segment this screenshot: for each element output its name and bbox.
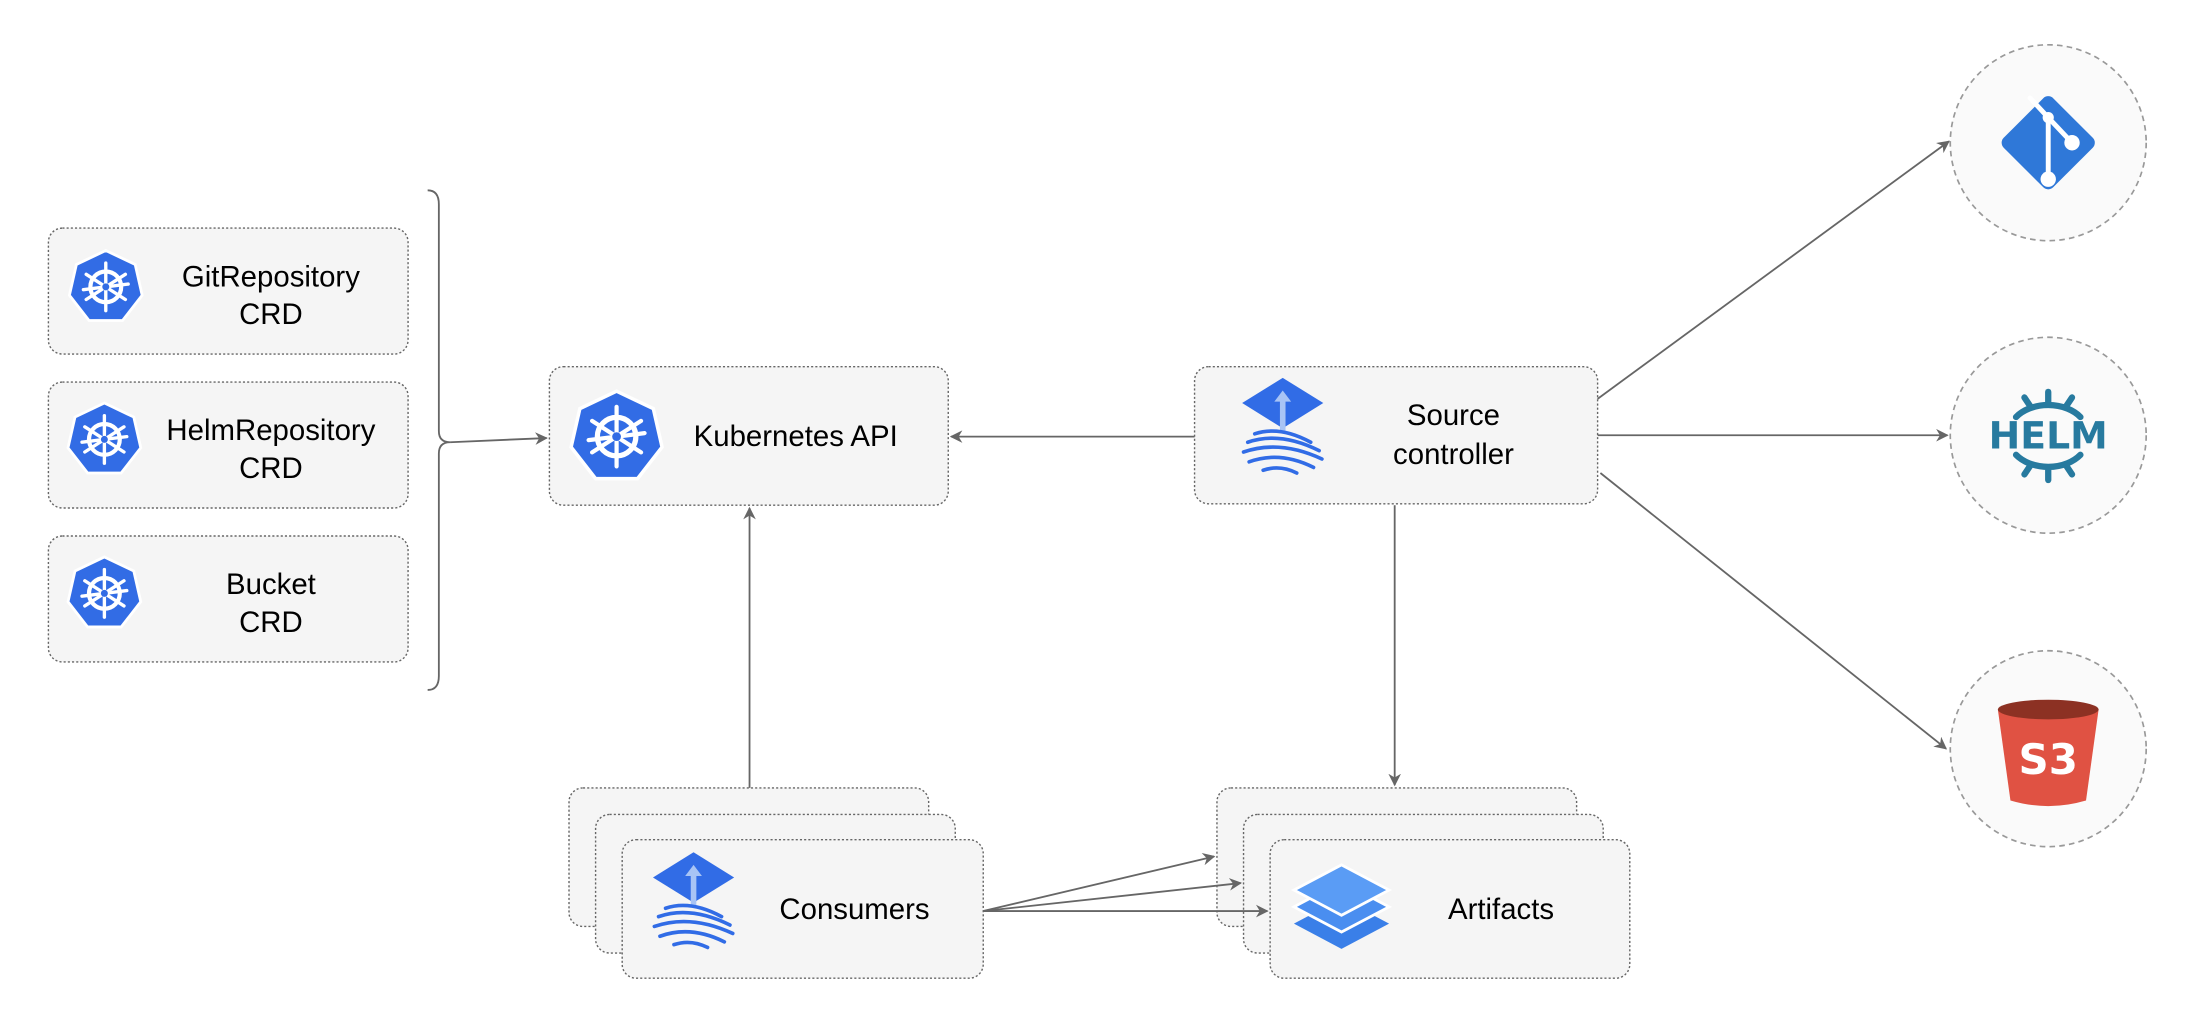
crd-sublabel: CRD [239, 606, 303, 639]
crd-sublabel: CRD [239, 298, 303, 331]
crd-label: GitRepository [182, 260, 360, 293]
crd-bucket[interactable]: Bucket CRD [47, 535, 409, 663]
s3-source[interactable]: S3 [1949, 649, 2148, 848]
edge-controller-to-s3 [1599, 472, 1948, 750]
source-controller-sublabel: controller [1393, 438, 1514, 471]
artifacts-node[interactable]: Artifacts [1216, 787, 1631, 979]
git-source[interactable] [1949, 43, 2148, 242]
helm-source[interactable]: HELM [1949, 336, 2148, 535]
kubernetes-api-label: Kubernetes API [694, 420, 898, 453]
consumers-node[interactable]: Consumers [568, 787, 984, 979]
crd-helmrepository[interactable]: HelmRepository CRD [47, 381, 409, 509]
helm-icon: HELM [1989, 388, 2108, 484]
helm-text: HELM [1989, 414, 2108, 458]
crd-sublabel: CRD [239, 452, 303, 485]
s3-bucket-icon: S3 [1997, 699, 2099, 807]
edge-crds-to-api [450, 432, 548, 445]
crd-label: Bucket [226, 568, 316, 601]
crd-group-brace [427, 189, 451, 691]
artifacts-label: Artifacts [1448, 893, 1554, 926]
consumers-label: Consumers [779, 893, 929, 926]
crd-label: HelmRepository [166, 414, 375, 447]
crd-gitrepository[interactable]: GitRepository CRD [47, 227, 409, 355]
source-controller-label: Source [1407, 399, 1500, 432]
s3-text: S3 [2019, 735, 2078, 784]
edge-consumers-to-artifact-2 [983, 878, 1242, 912]
kubernetes-api-node[interactable]: Kubernetes API [548, 365, 949, 506]
git-icon [2001, 95, 2095, 190]
source-controller-node[interactable]: Source controller [1193, 365, 1599, 505]
edge-controller-to-git [1597, 140, 1950, 400]
edge-consumers-to-artifact-1 [983, 852, 1216, 912]
